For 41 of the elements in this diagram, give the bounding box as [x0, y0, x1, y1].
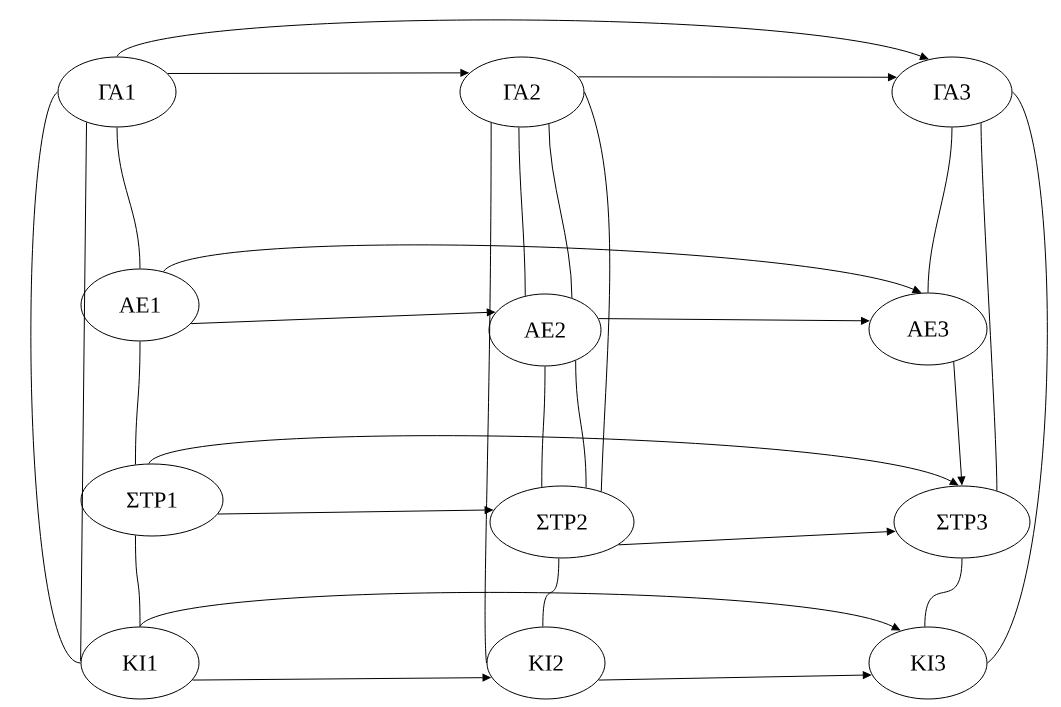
connector	[134, 535, 141, 627]
ellipse-node: ΚΙ2	[486, 626, 606, 700]
connector	[116, 127, 141, 269]
connector	[548, 123, 573, 299]
connector	[217, 506, 493, 515]
connector	[116, 19, 929, 60]
ellipse-node: ΚΙ3	[868, 626, 988, 700]
ellipse-node: ΣΤΡ1	[80, 463, 224, 537]
ellipse-node: ΚΙ1	[80, 626, 200, 700]
connector	[134, 341, 141, 465]
connector	[484, 122, 492, 664]
connector	[927, 127, 953, 293]
ellipse-node: ΓΑ3	[891, 56, 1013, 128]
connector	[192, 673, 491, 682]
connector	[163, 244, 921, 294]
ellipse-node: ΓΑ2	[459, 56, 585, 128]
ellipse-node: ΣΤΡ3	[893, 485, 1031, 559]
connector	[987, 91, 1048, 664]
connector	[924, 558, 963, 628]
connector	[618, 527, 896, 546]
connector	[542, 557, 560, 628]
connector	[578, 73, 897, 82]
ellipse-node: ΑΕ1	[80, 268, 200, 342]
connector	[80, 122, 87, 662]
ellipse-node: ΑΕ2	[488, 293, 602, 367]
connector	[980, 122, 998, 492]
connector	[541, 366, 546, 488]
connector	[575, 360, 587, 489]
ellipse-node: ΓΑ1	[57, 56, 177, 128]
connector	[598, 316, 870, 325]
connector	[953, 361, 966, 485]
connector	[190, 308, 496, 325]
connector	[148, 435, 959, 486]
connector	[167, 69, 469, 77]
connector	[30, 91, 81, 664]
ellipse-node: ΑΕ3	[868, 292, 988, 366]
connector	[584, 91, 611, 492]
connector	[518, 126, 526, 297]
connector	[598, 671, 872, 681]
ellipse-node: ΣΤΡ2	[489, 485, 635, 559]
connector	[139, 591, 901, 631]
